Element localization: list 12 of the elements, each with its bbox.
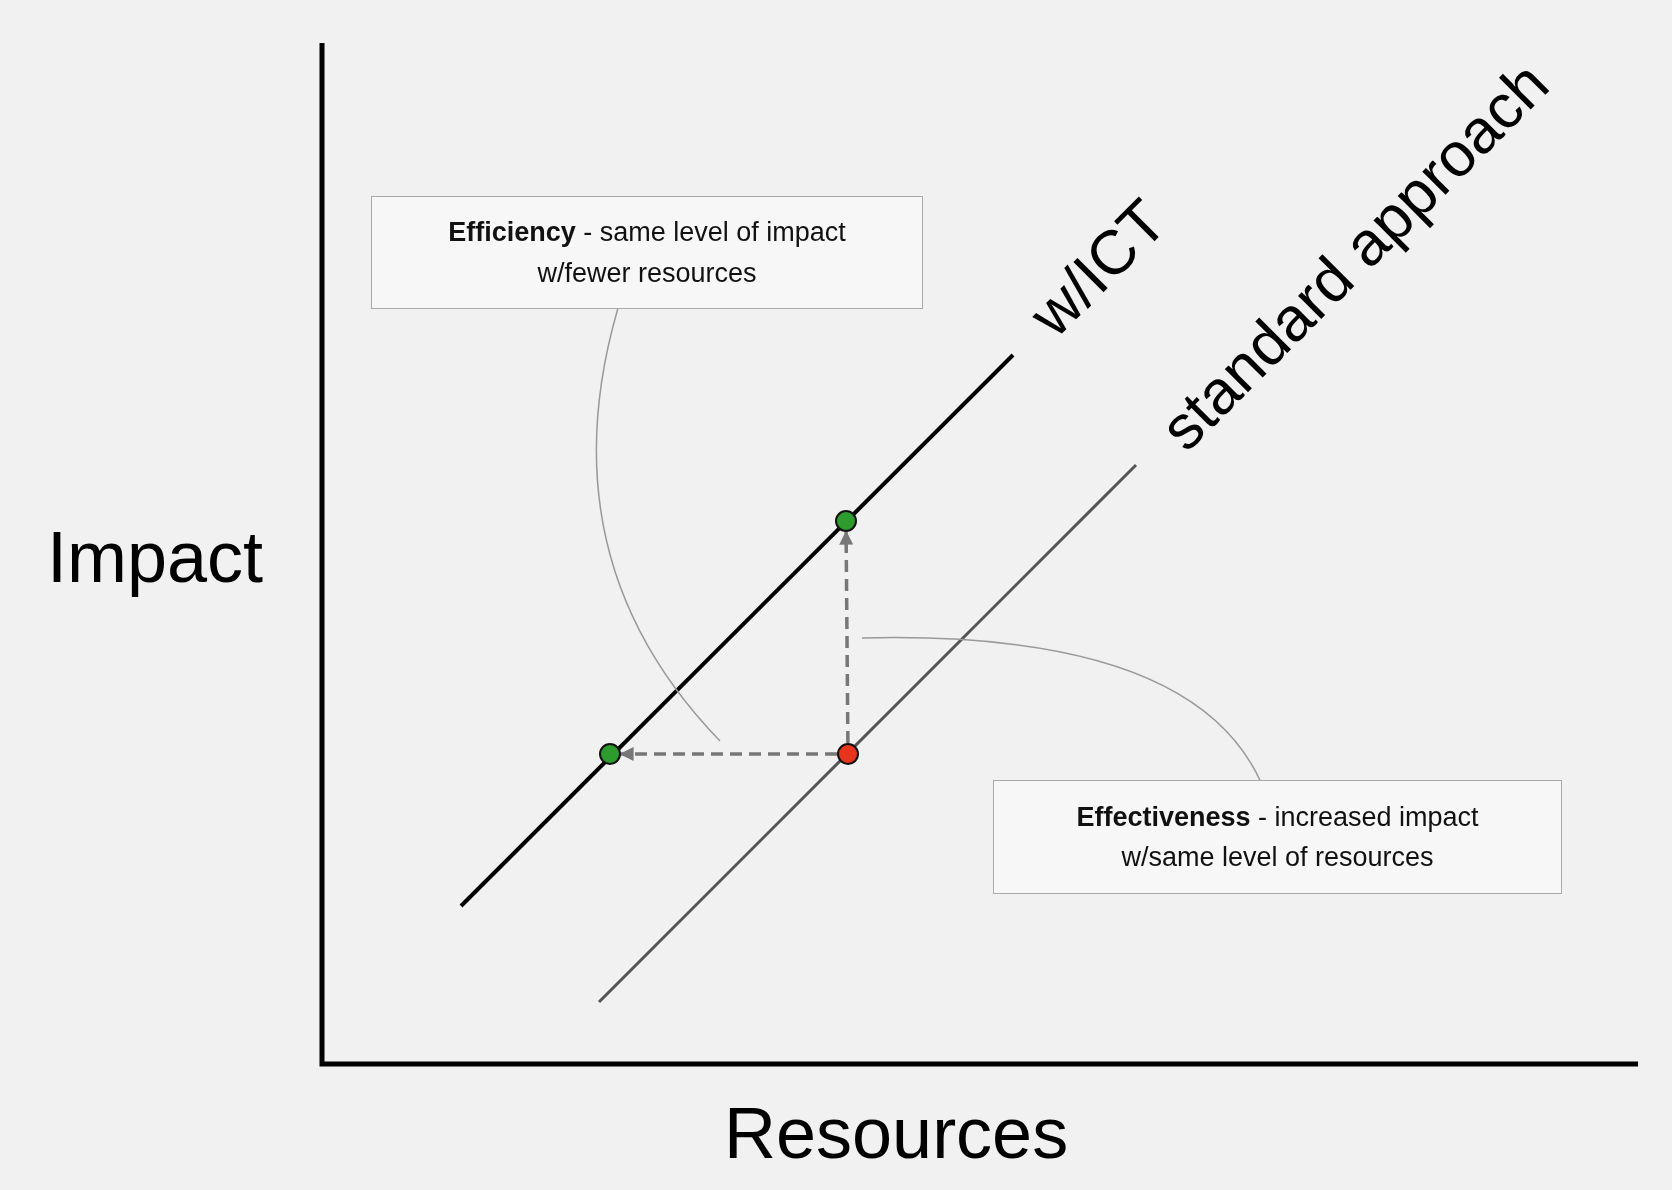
point-marker xyxy=(599,743,621,765)
leader-line xyxy=(861,637,1261,781)
callout-text: Effectiveness - increased impact w/same level of resources xyxy=(1075,800,1480,874)
leader-line xyxy=(596,308,721,742)
callout-box xyxy=(371,196,923,309)
arrow xyxy=(839,530,854,743)
callout-text: Efficiency - same level of impact w/fewer resources xyxy=(447,216,847,290)
point-marker xyxy=(835,510,857,532)
axis-title: Resources xyxy=(724,1097,1069,1169)
callout-box xyxy=(993,780,1562,894)
point-marker xyxy=(837,743,859,765)
arrow xyxy=(619,747,837,761)
